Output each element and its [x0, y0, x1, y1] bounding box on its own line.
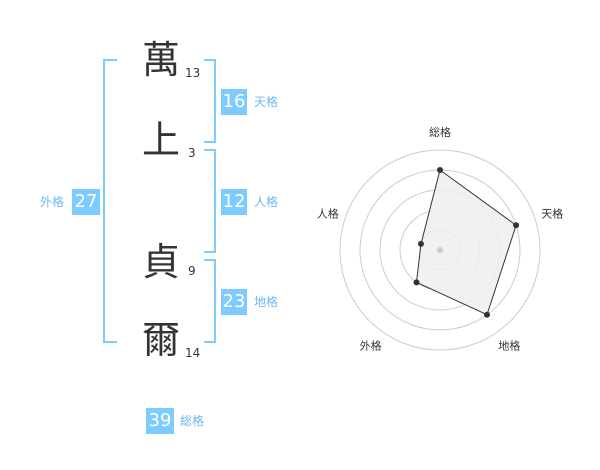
- jinkaku-bracket: [204, 149, 216, 253]
- radar-point: [413, 279, 420, 286]
- radar-polygon: [415, 169, 517, 316]
- name-char-2: 上: [142, 118, 181, 162]
- radar-point: [513, 222, 520, 229]
- radar-points: [413, 167, 520, 318]
- radar-center: [437, 247, 443, 253]
- radar-point: [437, 167, 443, 173]
- chikaku-label: 地格: [254, 295, 279, 309]
- stroke-count-3: 9: [188, 264, 196, 278]
- jinkaku-value: 12: [221, 189, 247, 215]
- radar-axis-label: 地格: [498, 338, 520, 352]
- tenkaku-label: 天格: [254, 95, 279, 109]
- tenkaku-bracket: [204, 59, 216, 143]
- radar-axis-label: 総格: [429, 125, 451, 139]
- gaikaku-value: 27: [72, 189, 100, 215]
- name-char-1: 萬: [142, 38, 181, 82]
- radar-axis-label: 天格: [541, 207, 563, 221]
- tenkaku-value: 16: [221, 89, 247, 115]
- chikaku-bracket: [204, 259, 216, 343]
- radar-point: [417, 240, 424, 247]
- stroke-count-1: 13: [185, 66, 201, 80]
- name-char-3: 貞: [142, 240, 181, 284]
- radar-point: [484, 311, 491, 318]
- gaikaku-bracket: [103, 59, 117, 343]
- soukaku-label: 総格: [180, 414, 205, 428]
- gaikaku-label: 外格: [40, 195, 65, 209]
- jinkaku-label: 人格: [254, 195, 279, 209]
- stroke-count-4: 14: [185, 346, 201, 360]
- soukaku-value: 39: [146, 408, 174, 434]
- name-char-4: 爾: [142, 318, 181, 362]
- radar-axis-label: 人格: [317, 207, 339, 221]
- radar-axis-label: 外格: [360, 338, 382, 352]
- radar-ring: [339, 149, 541, 351]
- stroke-count-2: 3: [188, 146, 196, 160]
- chikaku-value: 23: [221, 289, 247, 315]
